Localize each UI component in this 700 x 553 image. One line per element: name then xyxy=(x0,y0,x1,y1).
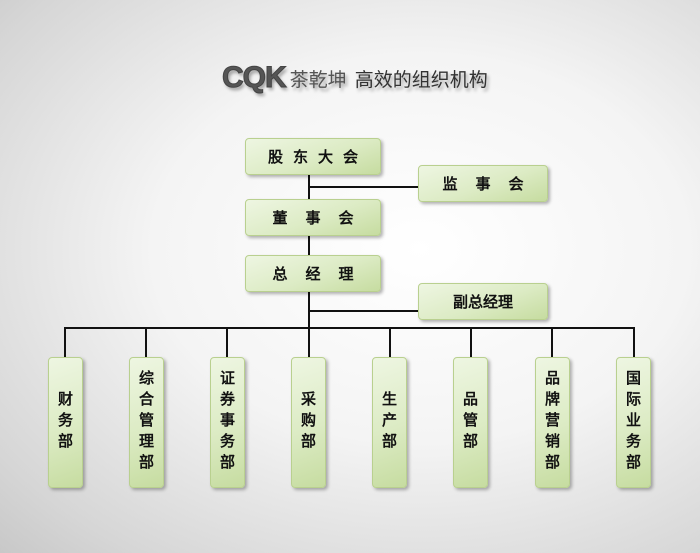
trunk-line xyxy=(308,175,310,329)
node-supervisors: 监事会 xyxy=(418,165,548,202)
node-deputy-gm: 副总经理 xyxy=(418,283,548,320)
dept-general-admin: 综合管理部 xyxy=(129,357,164,488)
drop-line xyxy=(633,327,635,357)
connector-supervisors xyxy=(309,186,418,188)
drop-line xyxy=(389,327,391,357)
dept-securities: 证券事务部 xyxy=(210,357,245,488)
node-board: 董事会 xyxy=(245,199,381,236)
connector-deputy-gm xyxy=(309,310,418,312)
drop-line xyxy=(551,327,553,357)
node-shareholders: 股东大会 xyxy=(245,138,381,175)
drop-line xyxy=(64,327,66,357)
dept-international: 国际业务部 xyxy=(616,357,651,488)
dept-production: 生产部 xyxy=(372,357,407,488)
drop-line xyxy=(470,327,472,357)
page-title: CQK 茶乾坤 高效的组织机构 xyxy=(222,61,488,95)
dept-brand-marketing: 品牌营销部 xyxy=(535,357,570,488)
dept-quality: 品管部 xyxy=(453,357,488,488)
logo: CQK xyxy=(222,61,288,95)
drop-line xyxy=(226,327,228,357)
dept-finance: 财务部 xyxy=(48,357,83,488)
title-text: 高效的组织机构 xyxy=(354,68,488,91)
brand-name: 茶乾坤 xyxy=(289,68,347,91)
department-bus-line xyxy=(64,327,635,329)
drop-line xyxy=(308,327,310,357)
drop-line xyxy=(145,327,147,357)
node-gm: 总经理 xyxy=(245,255,381,292)
dept-purchasing: 采购部 xyxy=(291,357,326,488)
